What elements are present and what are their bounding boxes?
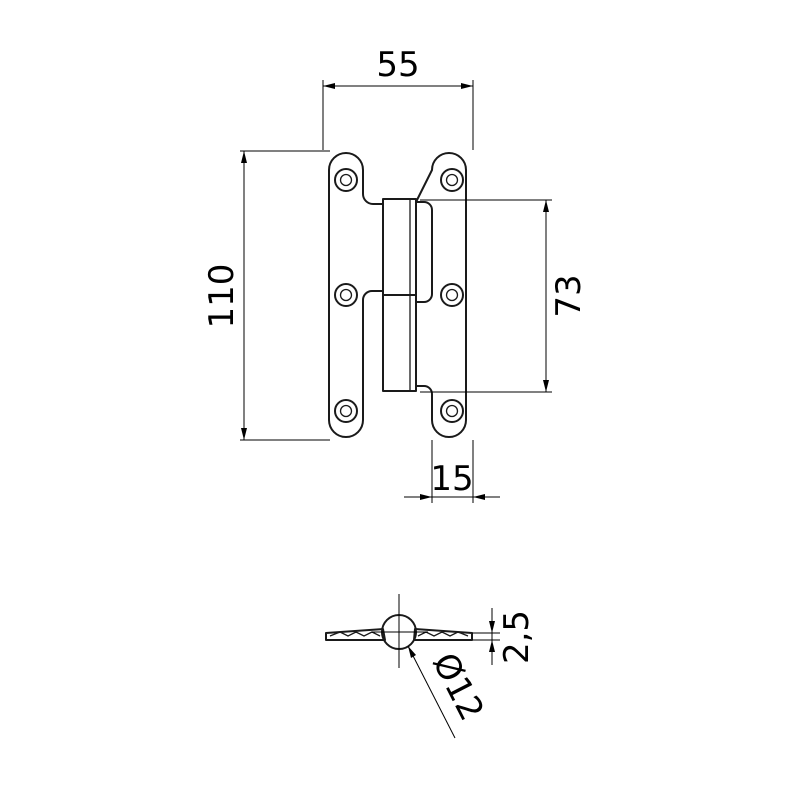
- knuckle: [382, 198, 417, 392]
- dimension-leaf-width: 15: [404, 440, 500, 503]
- dimension-thickness: 2,5: [472, 608, 537, 665]
- screw-hole-right-top: [440, 168, 464, 192]
- dimension-label-73: 73: [549, 274, 589, 317]
- dimension-label-110: 110: [202, 264, 242, 329]
- screw-holes: [334, 168, 464, 423]
- side-view-left-leaf-texture: [329, 631, 381, 637]
- knuckle-lower: [382, 294, 417, 392]
- screw-hole-right-middle: [440, 283, 464, 307]
- knuckle-upper: [382, 198, 417, 296]
- dimension-knuckle-length: 73: [420, 199, 589, 393]
- dimension-label-diameter-12: Ø12: [424, 647, 491, 728]
- screw-hole-left-top: [334, 168, 358, 192]
- screw-hole-right-bottom: [440, 399, 464, 423]
- dimension-label-15: 15: [430, 459, 473, 499]
- dimension-total-height: 110: [202, 150, 330, 441]
- screw-hole-left-bottom: [334, 399, 358, 423]
- dimension-total-width: 55: [322, 45, 474, 150]
- dimension-pin-diameter: Ø12: [407, 645, 492, 739]
- right-leaf: [415, 152, 467, 438]
- side-view-right-leaf-texture: [417, 631, 469, 637]
- dimension-label-55: 55: [376, 45, 419, 85]
- dimension-label-2-5: 2,5: [497, 610, 537, 664]
- screw-hole-left-middle: [334, 283, 358, 307]
- hinge-front-view: [328, 152, 467, 438]
